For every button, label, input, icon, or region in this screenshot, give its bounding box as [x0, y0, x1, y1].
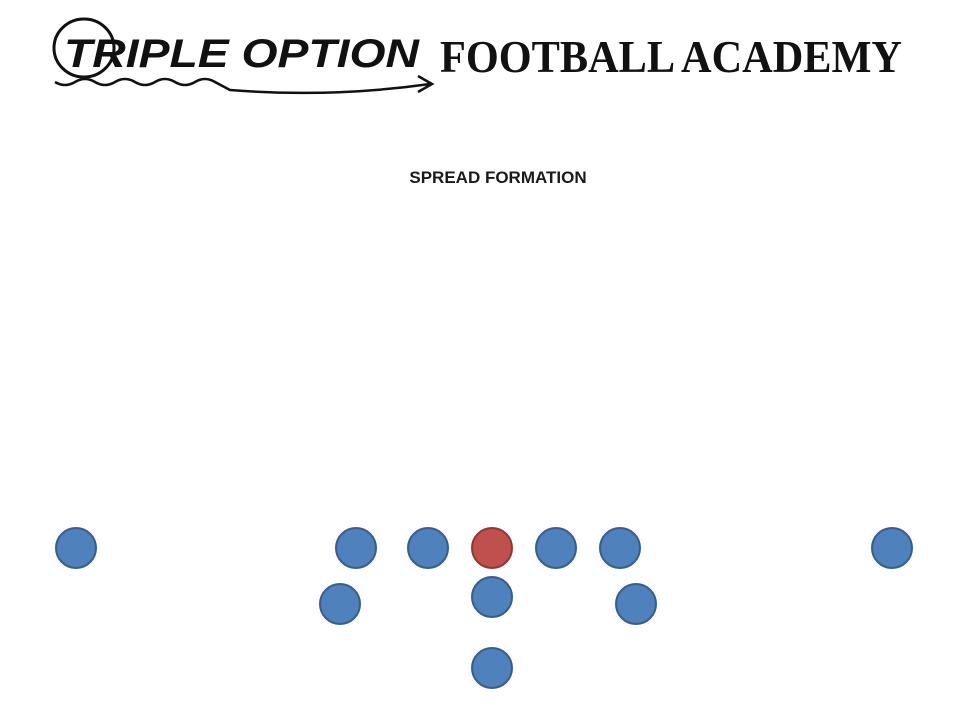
player-slotback-right — [615, 583, 657, 625]
player-slotback-left — [319, 583, 361, 625]
player-fullback — [471, 647, 513, 689]
diagram-title: SPREAD FORMATION — [409, 168, 587, 187]
player-guard-right — [535, 527, 577, 569]
player-tackle-right — [599, 527, 641, 569]
players-group — [55, 527, 913, 689]
player-guard-left — [407, 527, 449, 569]
player-wide-receiver-right — [871, 527, 913, 569]
logo: TRIPLE OPTION FOOTBALL ACADEMY — [52, 17, 902, 95]
logo-arrowhead — [417, 74, 435, 94]
player-quarterback — [471, 576, 513, 618]
logo-brand-left: TRIPLE OPTION — [64, 32, 420, 76]
logo-circle — [52, 17, 116, 79]
logo-underline-arrow — [54, 77, 431, 95]
player-center — [471, 527, 513, 569]
header: TRIPLE OPTION FOOTBALL ACADEMY — [0, 0, 960, 110]
player-tackle-left — [335, 527, 377, 569]
logo-brand-right: FOOTBALL ACADEMY — [440, 31, 902, 82]
player-wide-receiver-left — [55, 527, 97, 569]
